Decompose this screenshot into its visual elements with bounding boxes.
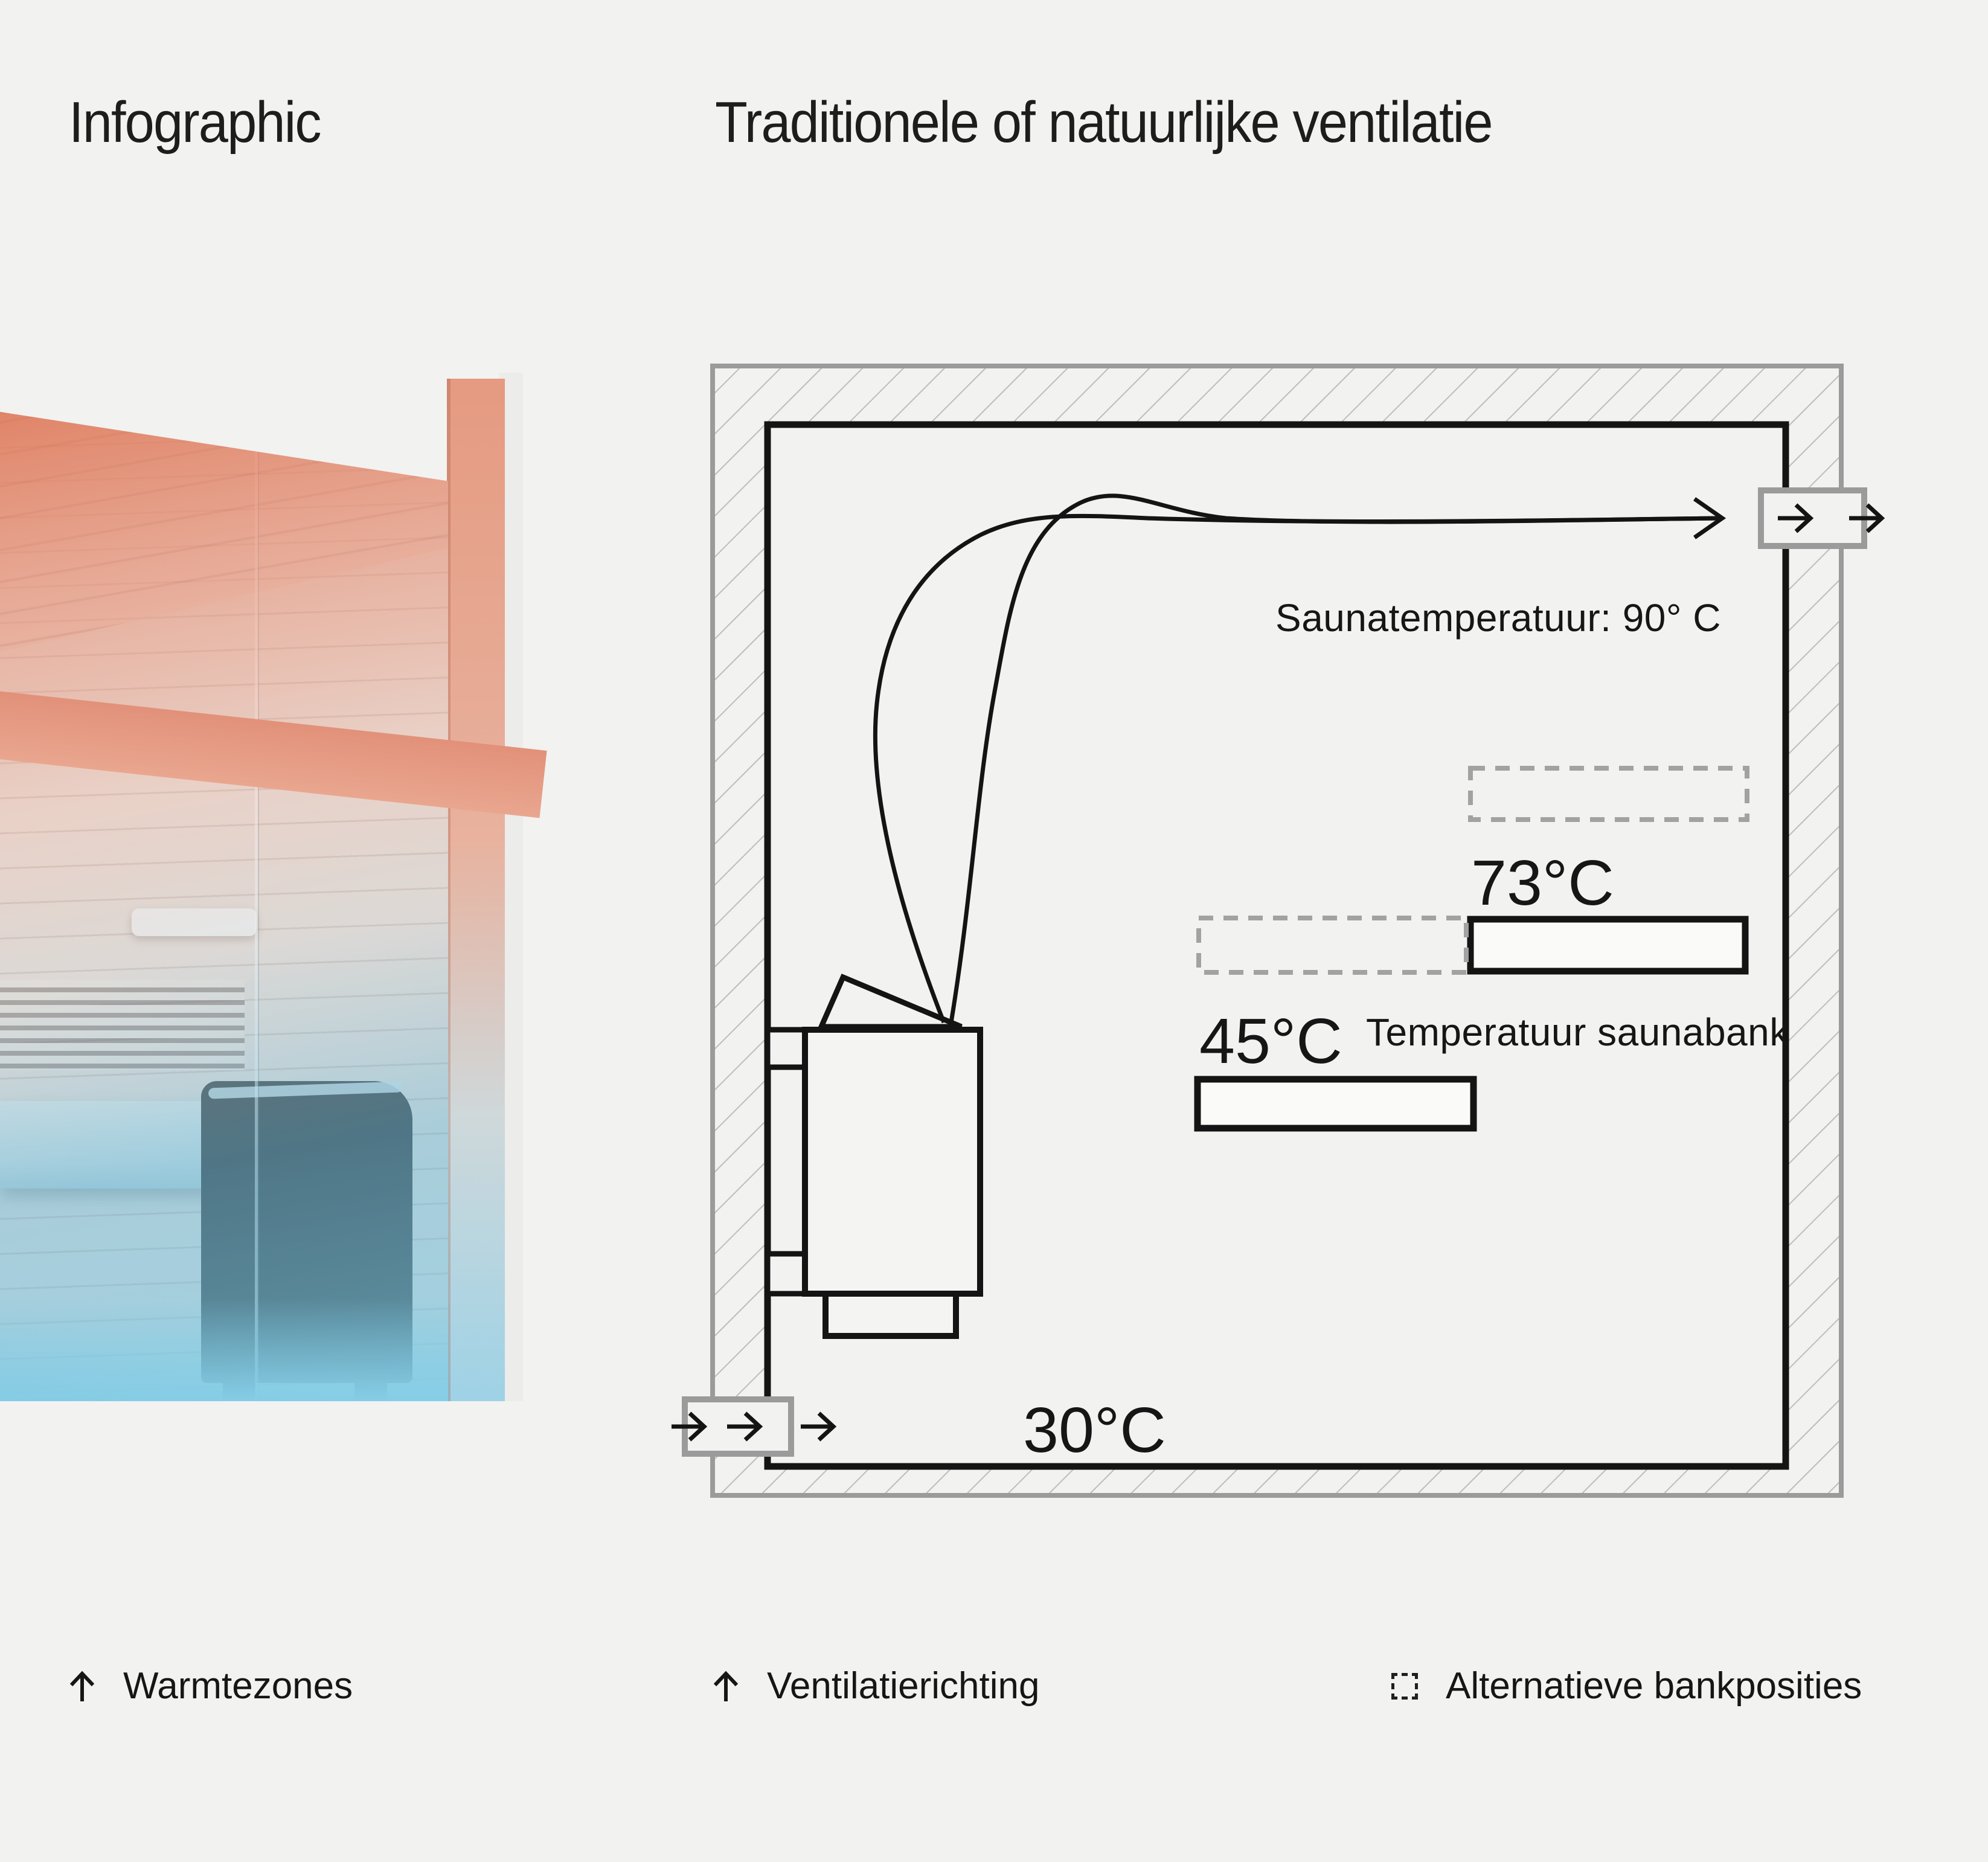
dashed-square-icon [1391,1672,1418,1700]
airflow-curves [873,493,1727,1024]
upper-bench-temperature-label: 73°C [1471,847,1614,919]
exhaust-vent-arrow-icon [1778,503,1814,533]
inlet-vent-arrow-icon [727,1411,763,1442]
legend-label: Alternatieve bankposities [1446,1665,1862,1707]
heater-bottom-duct-tab [765,1251,808,1297]
lower-bench-temperature-label: 45°C [1199,1006,1342,1077]
floor-temperature-label: 30°C [1023,1395,1166,1466]
heater-base [822,1291,959,1339]
legend-item-ventilatierichting: Ventilatierichting [713,1665,1040,1707]
airflow-arrowhead-icon [1693,497,1727,539]
airflow-curve-2 [949,493,1719,1023]
page-title: Infographic [69,90,322,155]
exhaust-outside-arrow-icon [1849,503,1885,533]
legend-label: Ventilatierichting [767,1665,1040,1707]
photo-frame-right [447,379,505,1401]
lower-bench [1194,1076,1477,1132]
heater-outline [765,974,983,1339]
up-arrow-icon [69,1671,95,1701]
legend-label: Warmtezones [123,1665,353,1707]
inlet-room-arrow-icon [801,1411,837,1442]
sauna-temperature-label: Saunatemperatuur: 90° C [1275,596,1721,640]
inlet-outside-arrow-icon [672,1411,708,1442]
alternative-bench-position-upper [1468,766,1749,822]
bench-caption-label: Temperatuur saunabank [1366,1010,1789,1054]
legend-item-warmtezones: Warmtezones [69,1665,353,1707]
legend-item-alternatieve-bankposities: Alternatieve bankposities [1391,1665,1862,1707]
upper-bench [1467,916,1749,975]
room-border [764,421,1789,1470]
heater-top-duct-tab [765,1027,808,1070]
up-arrow-icon [713,1671,739,1701]
benches [1194,766,1749,1132]
vent-arrows [672,503,1885,1442]
wall-outer-border [710,364,1844,1498]
heater-body [802,1027,983,1297]
diagram-title: Traditionele of natuurlijke ventilatie [715,90,1493,155]
alternative-bench-position-left [1196,916,1469,975]
